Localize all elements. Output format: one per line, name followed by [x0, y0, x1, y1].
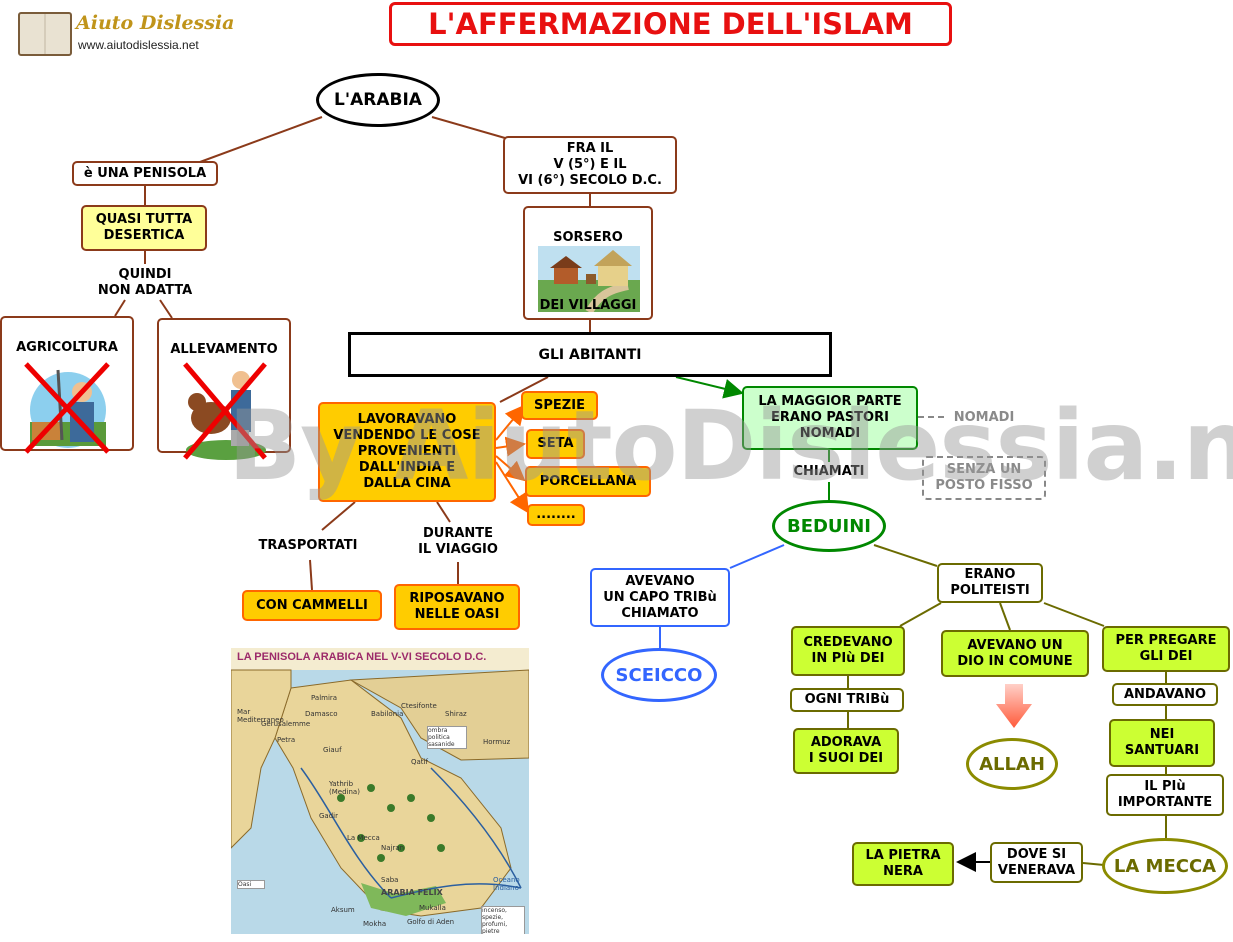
- node-porcellana: PORCELLANA: [525, 466, 651, 497]
- node-importante: IL PIù IMPORTANTE: [1106, 774, 1224, 816]
- map-label-yathrib: Yathrib (Medina): [329, 780, 360, 796]
- node-venerava: DOVE SI VENERAVA: [990, 842, 1083, 883]
- down-arrow-icon: [996, 684, 1032, 728]
- node-adorava: ADORAVA I SUOI DEI: [793, 728, 899, 774]
- farmer-cow-crossed-icon: [181, 342, 271, 460]
- node-allevamento: ALLEVAMENTO: [157, 318, 291, 460]
- map-label-mecca: La Mecca: [347, 834, 380, 842]
- map-label-aden: Golfo di Aden: [407, 918, 455, 926]
- map-label-aksum: Aksum: [331, 906, 355, 914]
- logo-name: Aiuto Dislessia: [76, 12, 235, 34]
- map-label-shiraz: Shiraz: [445, 710, 467, 718]
- map-label-mokha: Mokha: [363, 920, 387, 928]
- node-politeisti: ERANO POLITEISTI: [937, 563, 1043, 603]
- node-mecca: LA MECCA: [1102, 838, 1228, 894]
- book-logo-icon: [18, 12, 72, 56]
- map-label-hormuz: Hormuz: [483, 738, 511, 746]
- node-santuari: NEI SANTUARI: [1109, 719, 1215, 767]
- map-title: LA PENISOLA ARABICA NEL V-VI SECOLO D.C.: [237, 651, 487, 663]
- node-desertica: QUASI TUTTA DESERTICA: [81, 205, 207, 251]
- node-ogni: OGNI TRIBù: [790, 688, 904, 712]
- label-chiamati: CHIAMATI: [793, 464, 865, 479]
- logo-url: www.aiutodislessia.net: [78, 38, 199, 52]
- map-label-gerusalemme: Gerusalemme: [261, 720, 311, 728]
- farmer-crossed-icon: [22, 344, 114, 454]
- label-nomadi: NOMADI: [953, 410, 1015, 425]
- sorsero-label: SORSERO: [553, 230, 623, 245]
- map-label-mukalla: Mukalla: [419, 904, 446, 912]
- node-penisola: è UNA PENISOLA: [72, 161, 218, 186]
- node-andavano: ANDAVANO: [1112, 683, 1218, 706]
- map-label-ctesifonte: Ctesifonte: [401, 702, 437, 710]
- node-lavoravano: LAVORAVANO VENDENDO LE COSE PROVENIENTI …: [318, 402, 496, 502]
- map-legend-oasi: Oasi: [237, 880, 265, 889]
- node-pastori: LA MAGGIOR PARTE ERANO PASTORI NOMADI: [742, 386, 918, 450]
- node-abitanti: GLI ABITANTI: [348, 332, 832, 377]
- map-label-damasco: Damasco: [305, 710, 338, 718]
- map-label-palmira: Palmira: [311, 694, 338, 702]
- node-spezie: SPEZIE: [521, 391, 598, 420]
- map-label-oceano: Oceano Indiano: [493, 876, 520, 892]
- node-senza: SENZA UN POSTO FISSO: [922, 456, 1046, 500]
- map-arabia: LA PENISOLA ARABICA NEL V-VI SECOLO D.C.…: [231, 648, 529, 934]
- logo: Aiuto Dislessia www.aiutodislessia.net: [18, 12, 234, 58]
- map-label-babilonia: Babilonia: [371, 710, 404, 718]
- node-agricoltura: AGRICOLTURA: [0, 316, 134, 454]
- map-label-giauf: Giauf: [323, 746, 342, 754]
- map-label-sea: Mar Mediterraneo: [237, 708, 284, 724]
- node-comune: AVEVANO UN DIO IN COMUNE: [941, 630, 1089, 677]
- node-pietra: LA PIETRA NERA: [852, 842, 954, 886]
- node-oasi: RIPOSAVANO NELLE OASI: [394, 584, 520, 630]
- node-capo: AVEVANO UN CAPO TRIBù CHIAMATO: [590, 568, 730, 627]
- village-icon: [538, 230, 640, 315]
- map-label-saba: Saba: [381, 876, 399, 884]
- node-secolo: FRA IL V (5°) E IL VI (6°) SECOLO D.C.: [503, 136, 677, 194]
- map-drawing: [231, 669, 529, 934]
- page-title: L'AFFERMAZIONE DELL'ISLAM: [389, 2, 952, 46]
- label-durante: DURANTE IL VIAGGIO: [418, 526, 498, 557]
- agricoltura-label: AGRICOLTURA: [16, 340, 118, 355]
- node-dots: ........: [527, 504, 585, 526]
- map-label-qatif: Qatif: [411, 758, 428, 766]
- node-beduini: BEDUINI: [772, 500, 886, 552]
- villaggi-label: DEI VILLAGGI: [539, 298, 637, 313]
- allevamento-label: ALLEVAMENTO: [170, 342, 278, 357]
- node-cammelli: CON CAMMELLI: [242, 590, 382, 621]
- map-label-felix: ARABIA FELIX: [381, 888, 443, 897]
- node-allah: ALLAH: [966, 738, 1058, 790]
- node-credevano: CREDEVANO IN PIù DEI: [791, 626, 905, 676]
- map-label-najran: Najran: [381, 844, 405, 852]
- node-villaggi: SORSERO DEI VILLAGGI: [523, 206, 653, 320]
- node-pregare: PER PREGARE GLI DEI: [1102, 626, 1230, 672]
- map-label-petra: Petra: [277, 736, 296, 744]
- map-label-gadir: Gadir: [319, 812, 338, 820]
- map-legend-goods: incenso, spezie, profumi, pietre prezios…: [481, 906, 525, 934]
- label-trasportati: TRASPORTATI: [258, 538, 358, 553]
- node-sceicco: SCEICCO: [601, 648, 717, 702]
- label-quindi: QUINDI NON ADATTA: [97, 267, 193, 298]
- map-legend-sasanide: ombra politica sasanide: [427, 726, 467, 749]
- node-seta: SETA: [526, 429, 585, 459]
- node-arabia: L'ARABIA: [316, 73, 440, 127]
